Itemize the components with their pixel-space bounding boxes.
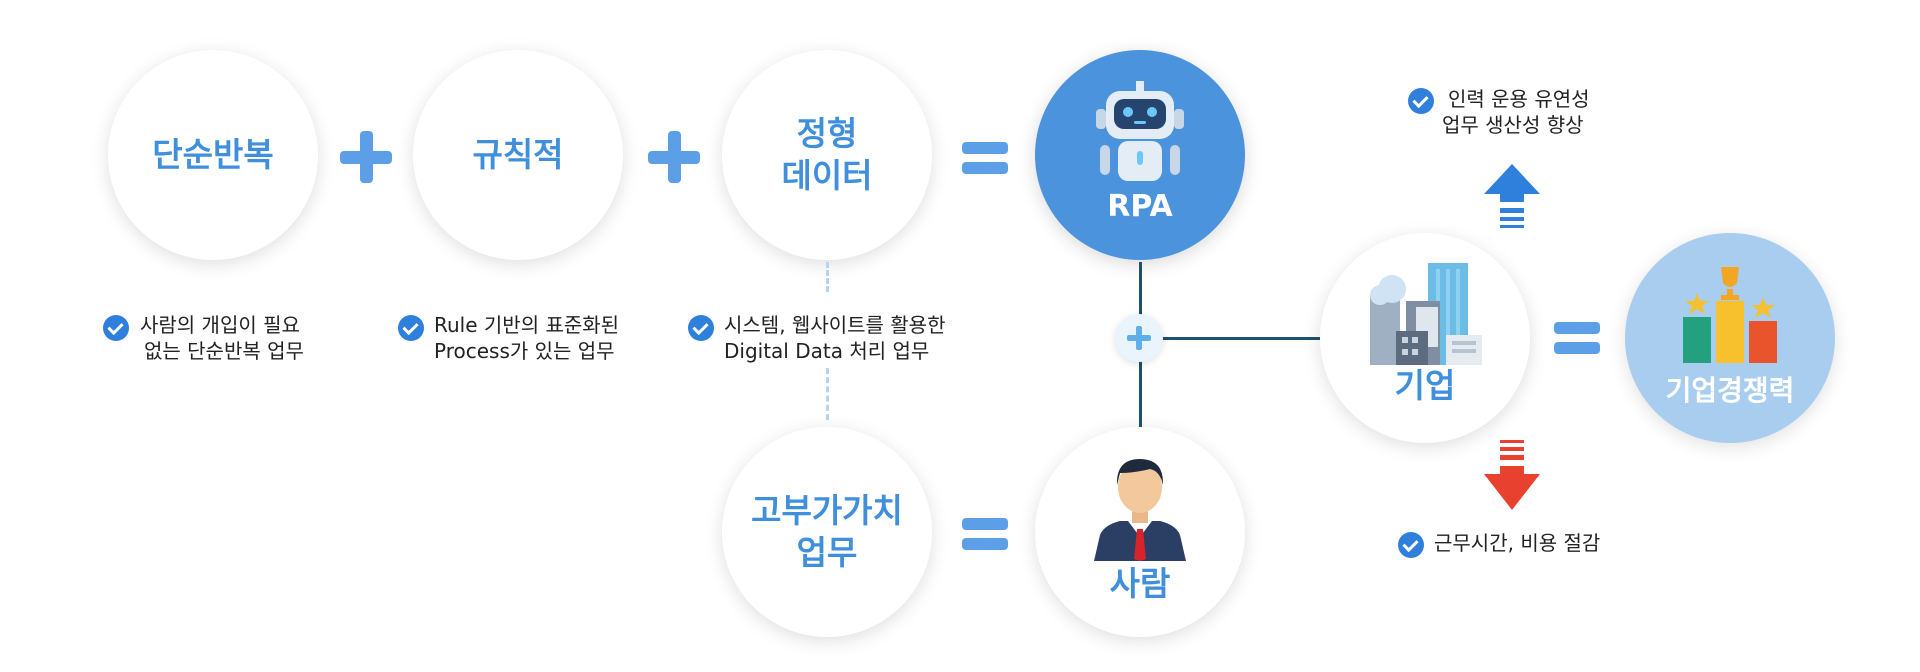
equals-icon (1554, 322, 1600, 354)
label-competitiveness: 기업경쟁력 (1665, 374, 1795, 407)
check-icon (1398, 532, 1424, 558)
label-structured-line2: 데이터 (781, 156, 873, 195)
equals-icon (962, 142, 1008, 174)
plus-icon (340, 131, 392, 183)
check-icon (688, 315, 714, 341)
label-structured-line1: 정형 (796, 113, 858, 153)
note-down: 근무시간, 비용 절감 (1434, 531, 1601, 555)
note-data-line1: 시스템, 웹사이트를 활용한 (724, 313, 946, 337)
note-repetitive-line1: 사람의 개입이 필요 (140, 313, 300, 337)
check-icon (1408, 88, 1434, 114)
connector-to-company (1142, 337, 1322, 340)
plus-node-icon (1115, 314, 1163, 362)
circle-rpa: RPA (1035, 50, 1245, 260)
label-repetitive: 단순반복 (152, 134, 274, 174)
note-up-line1: 인력 운용 유연성 (1448, 87, 1590, 111)
label-high-value-line1: 고부가가치 (751, 490, 903, 530)
note-rule-line2: Process가 있는 업무 (434, 339, 615, 363)
dashed-connector (826, 262, 829, 292)
note-repetitive: 사람의 개입이 필요 없는 단순반복 업무 (140, 312, 304, 364)
label-rpa: RPA (1107, 188, 1173, 224)
trophy-bar-chart-icon (1683, 267, 1777, 363)
label-company: 기업 (1394, 365, 1456, 405)
label-high-value-line2: 업무 (796, 533, 858, 572)
note-rule-line1: Rule 기반의 표준화된 (434, 313, 620, 337)
circle-rule-based: 규칙적 (413, 50, 623, 260)
note-up: 인력 운용 유연성 업무 생산성 향상 (1442, 86, 1590, 138)
note-data: 시스템, 웹사이트를 활용한 Digital Data 처리 업무 (724, 312, 945, 364)
note-repetitive-line2: 없는 단순반복 업무 (144, 339, 304, 363)
check-icon (398, 315, 424, 341)
label-rule-based: 규칙적 (472, 134, 564, 174)
circle-structured-data: 정형 데이터 (722, 50, 932, 260)
equals-icon (962, 518, 1008, 550)
circle-repetitive: 단순반복 (108, 50, 318, 260)
dashed-connector (826, 368, 829, 420)
arrow-up-icon (1484, 164, 1540, 228)
label-person: 사람 (1109, 563, 1171, 603)
circle-company: 기업 (1320, 233, 1530, 443)
circle-person: 사람 (1035, 427, 1245, 637)
businessman-icon (1094, 458, 1186, 561)
plus-icon (648, 131, 700, 183)
note-rule: Rule 기반의 표준화된 Process가 있는 업무 (434, 312, 619, 364)
robot-icon (1096, 80, 1184, 181)
arrow-down-icon (1484, 440, 1540, 510)
circle-high-value-work: 고부가가치 업무 (722, 427, 932, 637)
note-up-line2: 업무 생산성 향상 (1442, 113, 1584, 137)
circle-competitiveness: 기업경쟁력 (1625, 233, 1835, 443)
check-icon (103, 315, 129, 341)
city-buildings-icon (1370, 262, 1482, 365)
note-data-line2: Digital Data 처리 업무 (724, 339, 930, 363)
